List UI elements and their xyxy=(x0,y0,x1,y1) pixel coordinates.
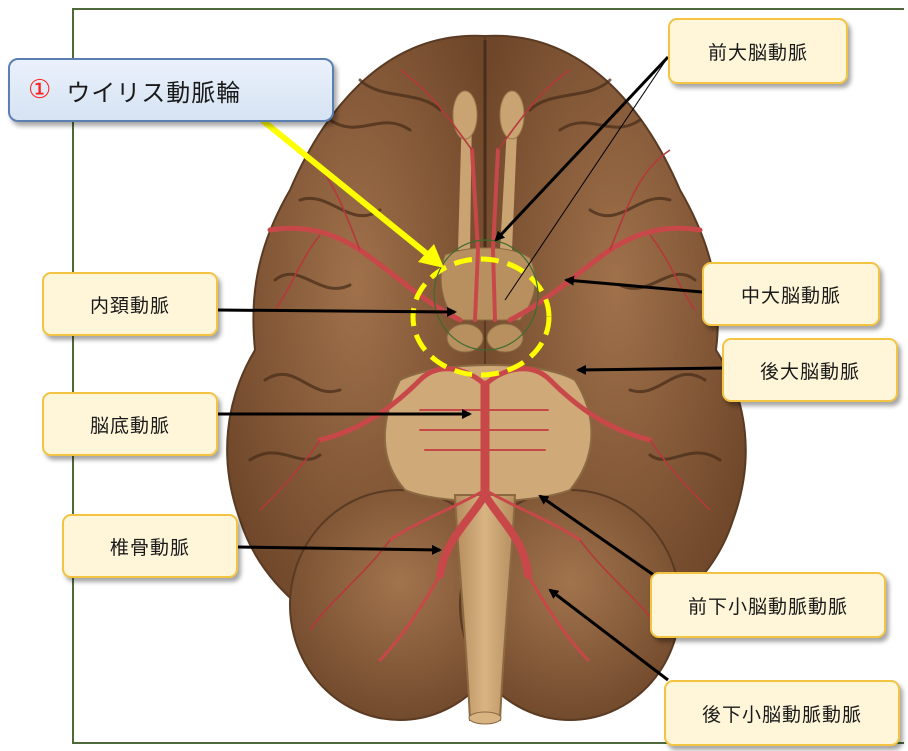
label-posterior-cerebral-artery: 後大脳動脈 xyxy=(722,338,898,402)
label-anterior-cerebral-artery: 前大脳動脈 xyxy=(668,18,848,84)
label-vertebral-artery: 椎骨動脈 xyxy=(62,514,238,578)
label-anterior-inferior-cerebellar-artery: 前下小脳動脈動脈 xyxy=(650,572,886,638)
title-number: ① xyxy=(28,75,52,105)
label-basilar-artery: 脳底動脈 xyxy=(42,392,218,456)
label-posterior-inferior-cerebellar-artery: 後下小脳動脈動脈 xyxy=(664,680,900,746)
label-internal-carotid-artery: 内頚動脈 xyxy=(42,272,218,336)
title-box: ① ウイリス動脈輪 xyxy=(8,58,334,122)
title-text: ウイリス動脈輪 xyxy=(66,73,241,108)
label-middle-cerebral-artery: 中大脳動脈 xyxy=(702,262,880,326)
